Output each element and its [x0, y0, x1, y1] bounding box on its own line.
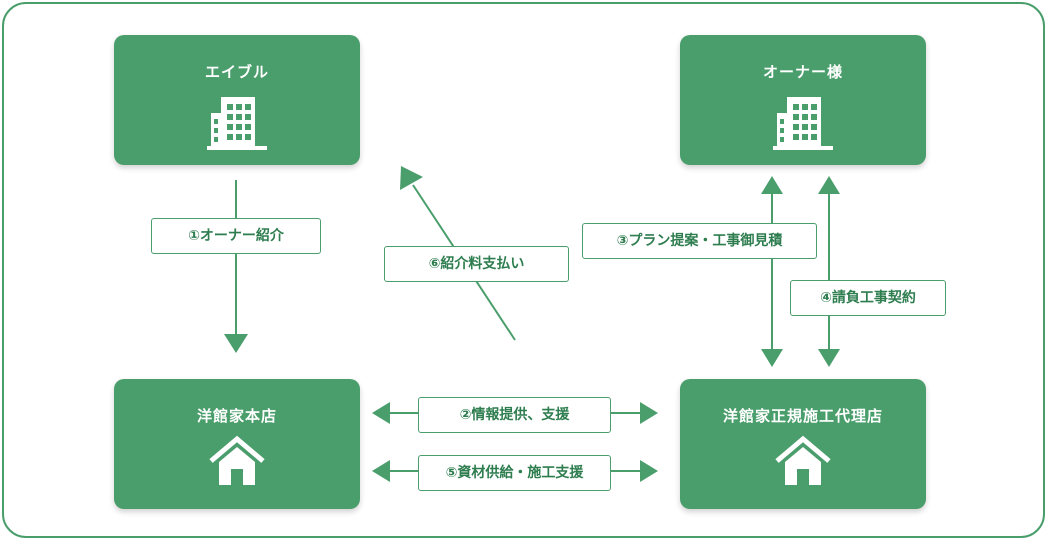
node-owner: オーナー様 [680, 35, 926, 165]
label-plan-estimate: ③プラン提案・工事御見積 [582, 223, 817, 259]
arrowhead-5-right [640, 460, 658, 482]
label-contract: ④請負工事契約 [790, 280, 946, 316]
node-owner-title: オーナー様 [762, 63, 843, 81]
arrowhead-2-left [372, 402, 390, 424]
arrowhead-4-down [818, 349, 840, 367]
node-head-office: 洋館家本店 [114, 379, 360, 509]
label-referral-fee: ⑥紹介料支払い [384, 246, 569, 282]
node-dealer: 洋館家正規施工代理店 [680, 379, 926, 509]
arrowhead-1 [224, 334, 248, 353]
arrowhead-3-down [761, 349, 783, 367]
building-icon [773, 95, 833, 155]
label-info-support: ②情報提供、支援 [418, 397, 611, 433]
label-material-supply: ⑤資材供給・施工支援 [418, 455, 611, 491]
node-able: エイブル [114, 35, 360, 165]
arrowhead-5-left [372, 460, 390, 482]
node-head-office-title: 洋館家本店 [196, 407, 277, 425]
node-dealer-title: 洋館家正規施工代理店 [722, 407, 883, 425]
building-icon [207, 95, 267, 155]
label-owner-referral: ①オーナー紹介 [151, 218, 321, 254]
node-able-title: エイブル [204, 63, 269, 81]
arrowhead-3-up [761, 176, 783, 194]
house-icon [773, 435, 833, 491]
arrowhead-4-up [818, 176, 840, 194]
arrowhead-6 [400, 166, 423, 190]
house-icon [207, 435, 267, 491]
arrowhead-2-right [640, 402, 658, 424]
